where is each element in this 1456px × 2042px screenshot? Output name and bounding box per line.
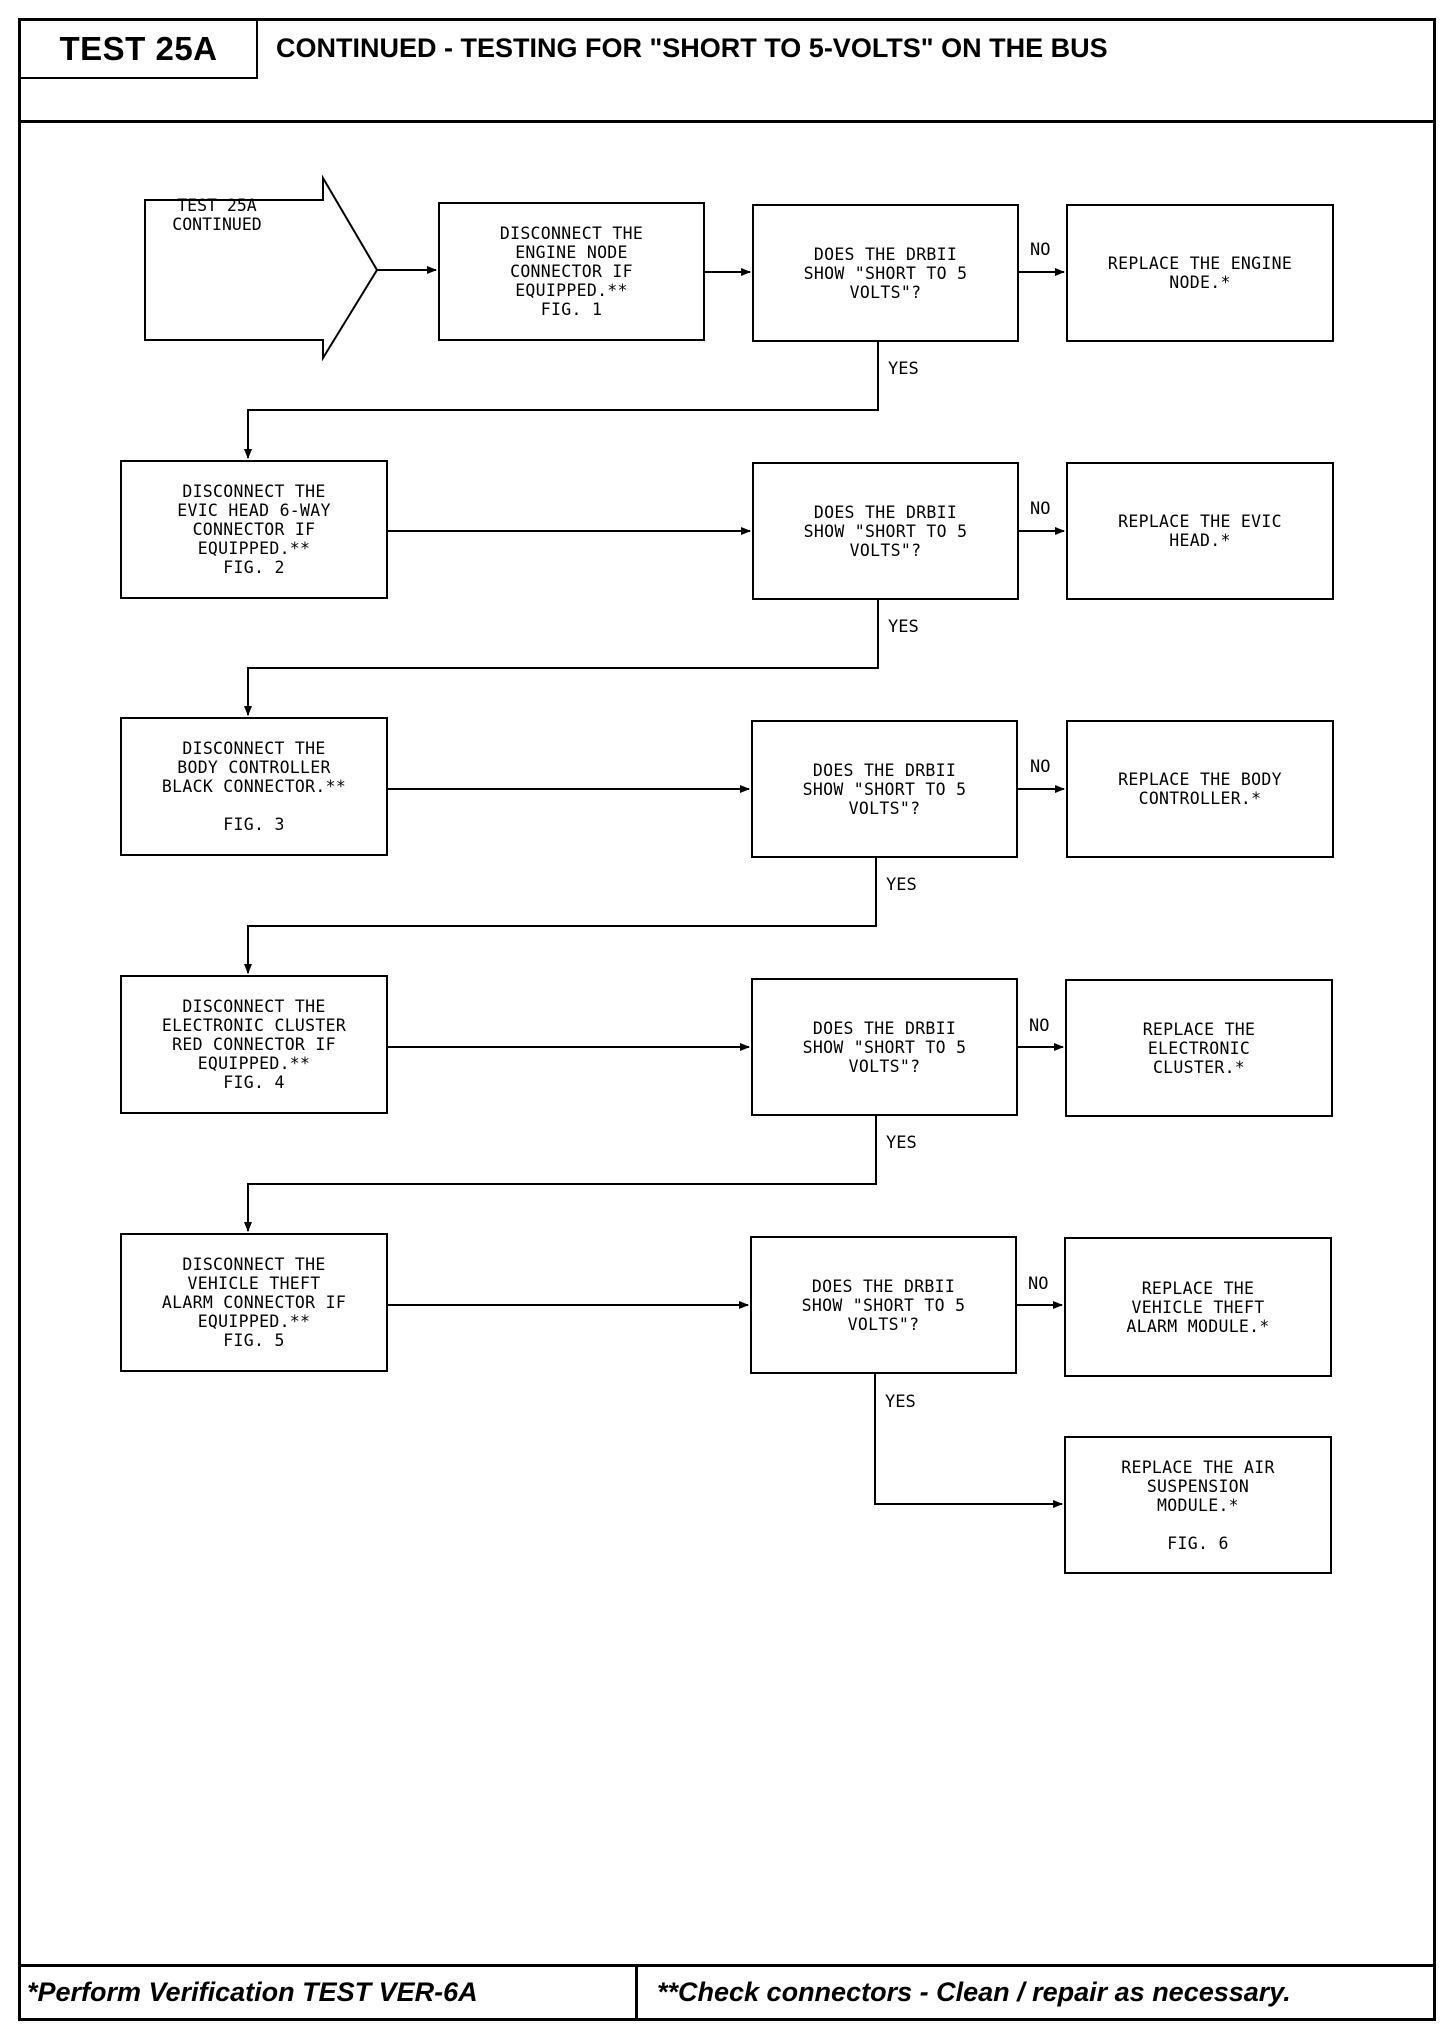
header: TEST 25A CONTINUED - TESTING FOR "SHORT … [21, 21, 1433, 123]
question-step-2: DOES THE DRBII SHOW "SHORT TO 5 VOLTS"? [752, 462, 1019, 600]
action-step-4: DISCONNECT THE ELECTRONIC CLUSTER RED CO… [120, 975, 388, 1114]
page-title: CONTINUED - TESTING FOR "SHORT TO 5-VOLT… [276, 33, 1108, 63]
result-replace-air-suspension-module: REPLACE THE AIR SUSPENSION MODULE.* FIG.… [1064, 1436, 1332, 1574]
question-step-4: DOES THE DRBII SHOW "SHORT TO 5 VOLTS"? [751, 978, 1018, 1116]
footer-note-verification: *Perform Verification TEST VER-6A [27, 1977, 478, 2007]
no-label-5: NO [1028, 1274, 1049, 1294]
yes-label-1: YES [888, 359, 919, 379]
result-replace-engine-node: REPLACE THE ENGINE NODE.* [1066, 204, 1334, 342]
result-replace-electronic-cluster: REPLACE THE ELECTRONIC CLUSTER.* [1065, 979, 1333, 1117]
connector-lines [244, 266, 1065, 1508]
connector-yes-5 [874, 1374, 1063, 1508]
footer-divider [635, 1967, 638, 2018]
action-step-5: DISCONNECT THE VEHICLE THEFT ALARM CONNE… [120, 1233, 388, 1372]
connector-yes-3 [244, 858, 877, 974]
question-step-5: DOES THE DRBII SHOW "SHORT TO 5 VOLTS"? [750, 1236, 1017, 1374]
no-label-1: NO [1030, 240, 1051, 260]
test-id: TEST 25A [21, 21, 258, 79]
action-step-2: DISCONNECT THE EVIC HEAD 6-WAY CONNECTOR… [120, 460, 388, 599]
no-label-4: NO [1029, 1016, 1050, 1036]
result-replace-theft-alarm-module: REPLACE THE VEHICLE THEFT ALARM MODULE.* [1064, 1237, 1332, 1377]
footer-note-connectors: **Check connectors - Clean / repair as n… [657, 1977, 1291, 2007]
footer: *Perform Verification TEST VER-6A **Chec… [21, 1964, 1433, 2018]
connector-yes-4 [244, 1116, 877, 1232]
result-replace-evic-head: REPLACE THE EVIC HEAD.* [1066, 462, 1334, 600]
yes-label-5: YES [885, 1392, 916, 1412]
no-label-3: NO [1030, 757, 1051, 777]
yes-label-4: YES [886, 1133, 917, 1153]
connector-yes-2 [244, 600, 879, 716]
action-step-1: DISCONNECT THE ENGINE NODE CONNECTOR IF … [438, 202, 705, 341]
page-frame: TEST 25A CONTINUED - TESTING FOR "SHORT … [18, 18, 1436, 2021]
yes-label-3: YES [886, 875, 917, 895]
result-replace-body-controller: REPLACE THE BODY CONTROLLER.* [1066, 720, 1334, 858]
action-step-3: DISCONNECT THE BODY CONTROLLER BLACK CON… [120, 717, 388, 856]
question-step-1: DOES THE DRBII SHOW "SHORT TO 5 VOLTS"? [752, 204, 1019, 342]
question-step-3: DOES THE DRBII SHOW "SHORT TO 5 VOLTS"? [751, 720, 1018, 858]
start-label: TEST 25A CONTINUED [172, 196, 262, 234]
start-arrow-shape [144, 174, 379, 362]
connector-yes-1 [244, 342, 879, 459]
yes-label-2: YES [888, 617, 919, 637]
no-label-2: NO [1030, 499, 1051, 519]
